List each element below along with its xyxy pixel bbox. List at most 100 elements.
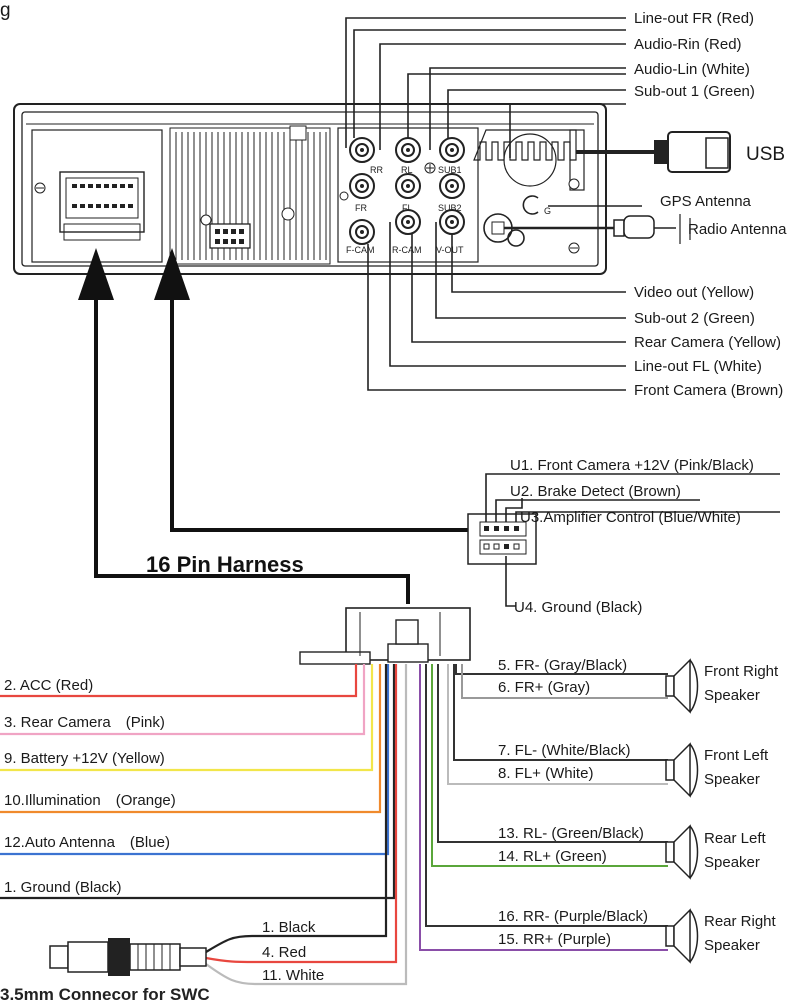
label-rear-camera: Rear Camera (Yellow) — [634, 334, 781, 351]
harness-title: 16 Pin Harness — [146, 552, 304, 577]
radio-antenna-cable — [504, 214, 691, 244]
rca-jack-fcam — [349, 219, 375, 245]
harness-arrows — [78, 248, 468, 604]
jack-label-rcam: R-CAM — [392, 245, 422, 255]
rca-jack-rl — [395, 137, 421, 163]
speaker-rl-line1: Rear Left — [704, 830, 767, 847]
speaker-wire-7 — [419, 664, 668, 951]
left-wires-group — [0, 664, 396, 900]
iso-harness-plug — [299, 607, 471, 665]
rca-jack-fr — [349, 173, 375, 199]
rca-jack-rr — [349, 137, 375, 163]
label-swc-red: 4. Red — [262, 944, 306, 961]
label-usb: USB — [746, 144, 785, 165]
label-illumination: 10.Illumination (Orange) — [4, 792, 176, 809]
speaker-rr-line2: Speaker — [704, 937, 760, 954]
label-fl-minus: 7. FL- (White/Black) — [498, 742, 631, 759]
speaker-rl-line2: Speaker — [704, 854, 760, 871]
gps-port: G — [522, 195, 551, 216]
small-harness-connector — [467, 513, 537, 565]
jack-label-vout: V-OUT — [436, 245, 464, 255]
top-leaders — [345, 17, 626, 158]
speaker-icon-2 — [665, 824, 699, 880]
speaker-fl-line1: Front Left — [704, 747, 769, 764]
speaker-wire-3 — [447, 664, 668, 785]
label-sub-out-1: Sub-out 1 (Green) — [634, 83, 755, 100]
speaker-rr-line1: Rear Right — [704, 913, 777, 930]
label-swc-black: 1. Black — [262, 919, 316, 936]
head-unit: RR RL SUB1 FR FL SUB2 F-CAM R-CAM V-OUT … — [13, 103, 607, 275]
left-wire-0 — [0, 664, 358, 698]
label-acc: 2. ACC (Red) — [4, 677, 93, 694]
label-rl-minus: 13. RL- (Green/Black) — [498, 825, 644, 842]
label-line-out-fl: Line-out FL (White) — [634, 358, 762, 375]
speaker-fr-line1: Front Right — [704, 663, 779, 680]
label-u3: U3.Amplifier Control (Blue/White) — [520, 509, 741, 526]
speaker-fl-line2: Speaker — [704, 771, 760, 788]
leader-audio-rin — [379, 43, 626, 150]
label-rl-plus: 14. RL+ (Green) — [498, 848, 607, 865]
left-wire-1 — [0, 664, 366, 736]
small-harness-leaders — [485, 473, 780, 607]
speaker-wire-0 — [455, 664, 668, 675]
label-front-camera: Front Camera (Brown) — [634, 382, 783, 399]
radio-port — [483, 213, 513, 243]
swc-caption: 3.5mm Connecor for SWC — [0, 985, 210, 1004]
speaker-icon-3 — [665, 908, 699, 964]
jack-label-rr: RR — [370, 165, 383, 175]
speakers-group — [665, 658, 699, 964]
swc-wires — [205, 664, 408, 986]
label-gps: GPS Antenna — [660, 193, 752, 210]
camera-socket — [209, 223, 251, 249]
label-fl-plus: 8. FL+ (White) — [498, 765, 593, 782]
rca-jack-rcam — [395, 173, 421, 199]
jack-label-fl: FL — [402, 203, 413, 213]
left-wire-2 — [0, 664, 374, 772]
jack-label-sub1: SUB1 — [438, 165, 462, 175]
leader-audio-lin — [429, 67, 626, 150]
left-wire-3 — [0, 664, 382, 814]
label-line-out-fr: Line-out FR (Red) — [634, 10, 754, 27]
cut-title: g — [0, 0, 11, 21]
gps-mark: G — [544, 206, 551, 216]
jack-label-rl: RL — [401, 165, 413, 175]
usb-plug — [576, 131, 731, 173]
speaker-icon-0 — [665, 658, 699, 714]
label-rr-plus: 15. RR+ (Purple) — [498, 931, 611, 948]
label-audio-lin: Audio-Lin (White) — [634, 61, 750, 78]
speaker-wire-6 — [425, 664, 668, 927]
label-radio: Radio Antenna — [688, 221, 787, 238]
iso-socket — [59, 171, 145, 241]
speaker-wire-5 — [431, 664, 668, 867]
speaker-wires-group — [419, 664, 668, 951]
label-video-out: Video out (Yellow) — [634, 284, 754, 301]
label-audio-rin: Audio-Rin (Red) — [634, 36, 742, 53]
label-auto-antenna: 12.Auto Antenna (Blue) — [4, 834, 170, 851]
speaker-wire-4 — [437, 664, 668, 843]
label-fr-minus: 5. FR- (Gray/Black) — [498, 657, 627, 674]
label-sub-out-2: Sub-out 2 (Green) — [634, 310, 755, 327]
speaker-fr-line2: Speaker — [704, 687, 760, 704]
speaker-wire-2 — [453, 664, 668, 761]
label-swc-white: 11. White — [262, 967, 324, 984]
label-rear-camera-pink: 3. Rear Camera (Pink) — [4, 714, 165, 731]
rca-jack-sub2 — [439, 209, 465, 235]
label-ground: 1. Ground (Black) — [4, 879, 122, 896]
speaker-icon-1 — [665, 742, 699, 798]
swc-3-5mm-plug — [49, 938, 207, 976]
bottom-leaders — [367, 222, 626, 391]
label-rr-minus: 16. RR- (Purple/Black) — [498, 908, 648, 925]
rca-jack-vout — [439, 173, 465, 199]
left-wire-4 — [0, 664, 390, 856]
label-u2: U2. Brake Detect (Brown) — [510, 483, 681, 500]
rca-jack-fl — [395, 209, 421, 235]
label-u4: U4. Ground (Black) — [514, 599, 642, 616]
rca-jack-sub1 — [439, 137, 465, 163]
label-fr-plus: 6. FR+ (Gray) — [498, 679, 590, 696]
label-u1: U1. Front Camera +12V (Pink/Black) — [510, 457, 754, 474]
jack-label-sub2: SUB2 — [438, 203, 462, 213]
speaker-wire-1 — [461, 664, 668, 699]
left-wire-5 — [0, 664, 396, 900]
label-battery: 9. Battery +12V (Yellow) — [4, 750, 165, 767]
